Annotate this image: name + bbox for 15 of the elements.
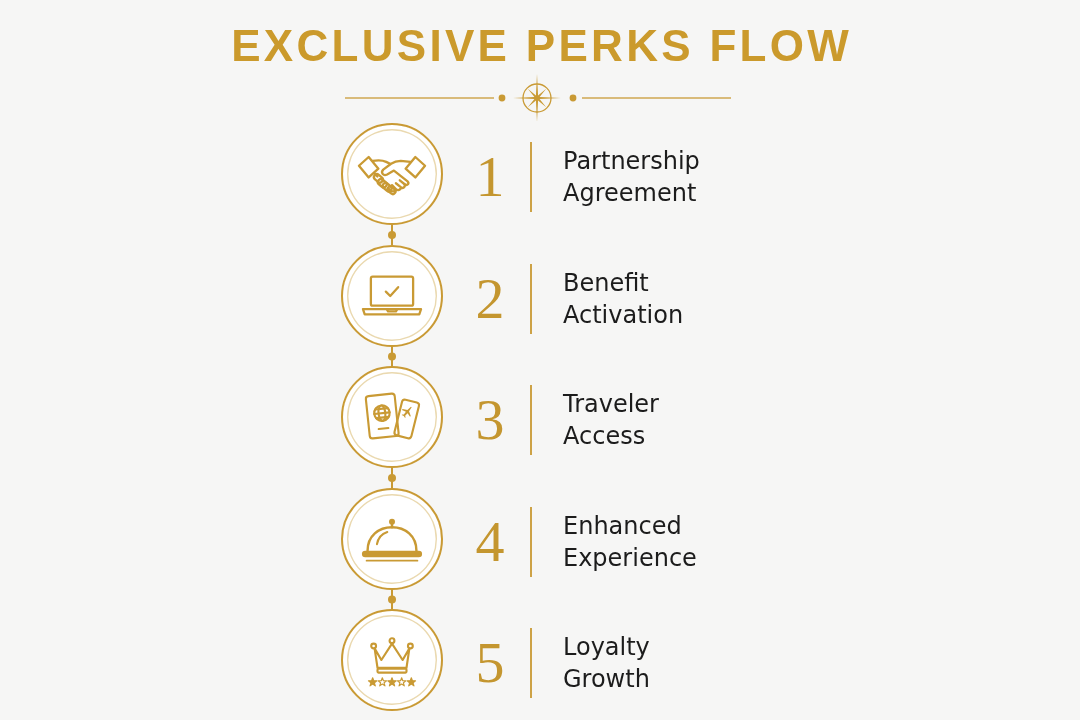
step-label: Loyalty Growth [563,632,651,695]
step-number: 2 [474,270,506,328]
connector-line [391,224,393,246]
step-number: 4 [474,513,506,571]
connector-line [391,346,393,367]
step-label: Enhanced Experience [563,511,698,574]
step-label: Traveler Access [563,389,660,452]
step-label: Partnership Agreement [563,146,701,209]
step-number: 5 [474,634,506,692]
diagram-title: EXCLUSIVE PERKS FLOW [230,20,853,72]
connector-line [391,467,393,489]
connector-line [391,589,393,610]
step-number: 1 [474,148,506,206]
step-label: Benefit Activation [563,268,685,331]
step-number: 3 [474,391,506,449]
